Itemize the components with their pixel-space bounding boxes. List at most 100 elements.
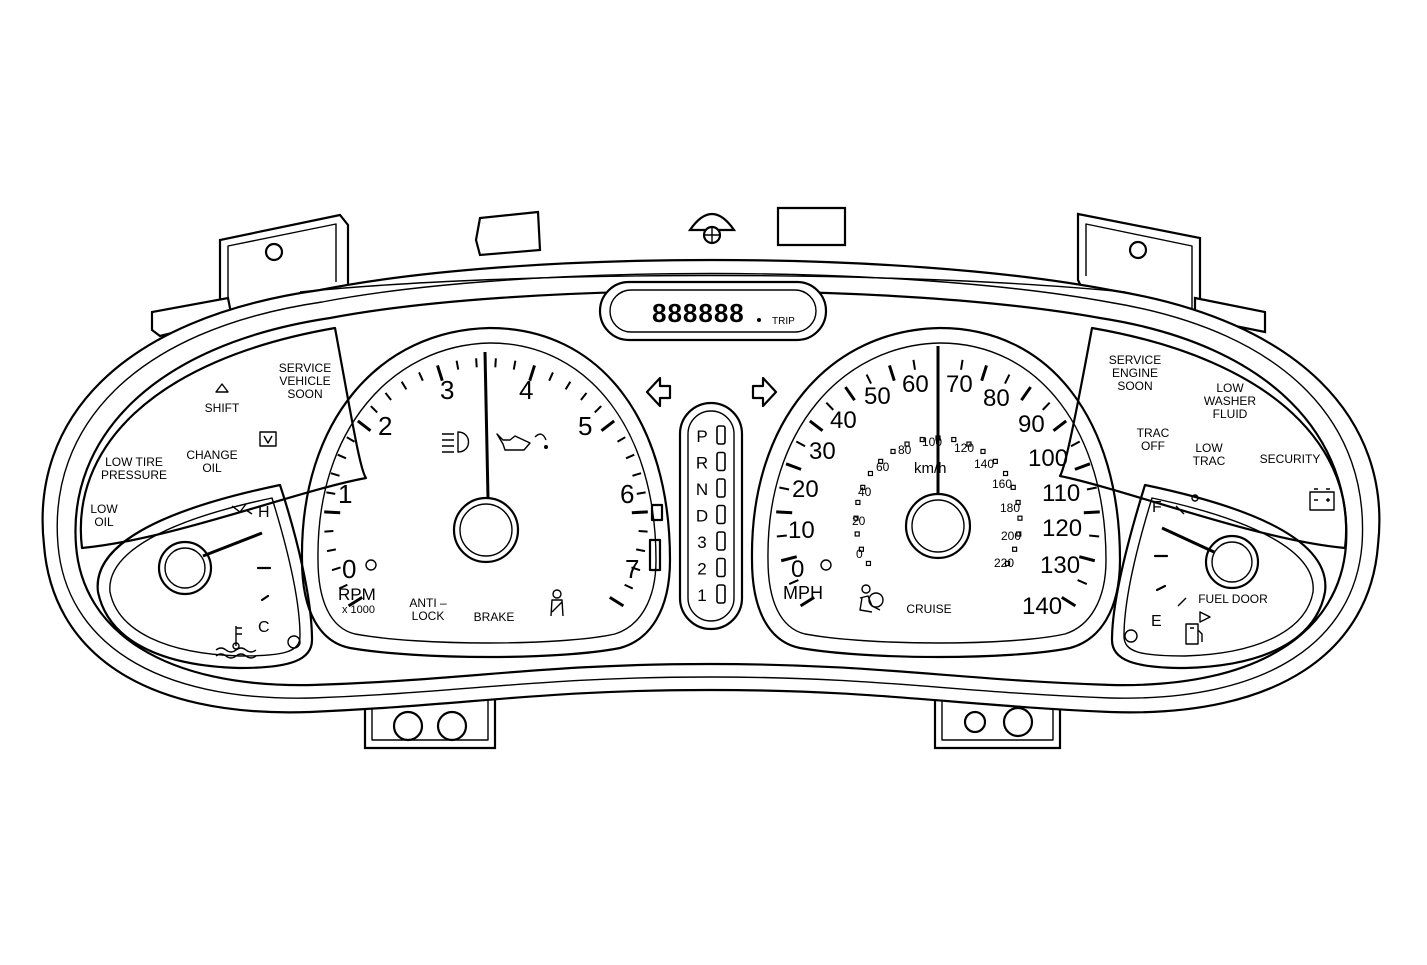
prndl-lamp [716, 504, 726, 525]
mph-tick [844, 386, 856, 402]
speedometer [750, 326, 1122, 659]
kmh-tick [951, 436, 957, 443]
kmh-tick [854, 531, 860, 537]
tach-tick [594, 405, 602, 414]
tach-tick [609, 596, 625, 608]
tach-number-5: 5 [578, 411, 592, 441]
tach-tick [436, 364, 444, 382]
mph-120: 120 [1042, 515, 1082, 542]
trac-off-line2: OFF [1141, 439, 1165, 453]
odometer-digits: 888888 [652, 298, 745, 328]
tach-unit: RPM [338, 585, 376, 604]
prndl-letter-R: R [696, 454, 708, 473]
right-warning-lamp-panel [1058, 326, 1348, 550]
kmh-tick [992, 458, 998, 464]
tach-number-7: 7 [625, 554, 639, 584]
mph-90: 90 [1018, 411, 1045, 438]
prndl-letter-3: 3 [697, 533, 706, 552]
tach-tick [580, 392, 588, 401]
tach-number-6: 6 [620, 479, 634, 509]
left-warning-lamp-panel [79, 326, 368, 550]
tach-tick [331, 566, 341, 572]
mph-tick [799, 596, 815, 608]
kmh-tick-marks [853, 435, 1023, 567]
fuel-empty-label: E [1151, 613, 1162, 630]
tach-tick [631, 510, 648, 515]
kmh-tick [1010, 484, 1016, 490]
low-washer-fluid-line2: WASHER [1204, 394, 1257, 408]
prndl-lamp [716, 451, 726, 472]
tach-tick [548, 372, 554, 382]
tachometer-tick-marks [324, 358, 648, 608]
mph-tick [1061, 596, 1077, 608]
mph-110: 110 [1042, 480, 1080, 507]
tach-tick [346, 436, 356, 443]
kmh-160: 160 [992, 477, 1012, 491]
speedometer-kmh-numbers: 0 20 40 60 80 100 120 140 160 180 200 22… [852, 435, 1021, 570]
mph-tick [960, 359, 964, 370]
mph-tick [1086, 486, 1097, 491]
tach-tick [370, 405, 378, 414]
coolant-temp-icon [215, 626, 257, 659]
kmh-tick [867, 470, 874, 477]
kmh-100: 100 [922, 435, 942, 449]
mph-140: 140 [1022, 593, 1062, 620]
tach-tick [338, 583, 348, 590]
tach-number-3: 3 [440, 375, 454, 405]
tach-tick [635, 548, 646, 553]
tach-tick [631, 566, 641, 572]
kmh-tick [1012, 546, 1018, 552]
kmh-tick [1016, 531, 1022, 537]
shift-label: SHIFT [205, 401, 240, 415]
tach-tick [324, 510, 341, 515]
service-engine-soon-line3: SOON [1117, 379, 1152, 393]
tach-number-2: 2 [378, 411, 392, 441]
speedometer-mph-numbers: 0 10 20 30 40 50 60 70 80 90 100 110 120… [783, 371, 1082, 620]
speedo-indicator-labels: CRUISE [906, 602, 951, 616]
anti-lock-line1: ANTI – [409, 596, 447, 610]
kmh-120: 120 [954, 441, 974, 455]
mph-130: 130 [1040, 552, 1080, 579]
trunk-open-icon [259, 431, 277, 447]
odometer-display: 888888 TRIP [598, 280, 828, 342]
mph-tick [779, 486, 790, 491]
mph-80: 80 [983, 385, 1010, 412]
kmh-40: 40 [858, 485, 872, 499]
mph-tick [776, 510, 793, 515]
mph-50: 50 [864, 383, 891, 410]
mph-100: 100 [1028, 445, 1068, 472]
kmh-tick [1015, 499, 1021, 506]
cruise-label: CRUISE [906, 602, 951, 616]
anti-lock-line2: LOCK [412, 609, 445, 623]
temp-hot-label: H [258, 504, 270, 521]
mph-tick [1074, 462, 1091, 471]
kmh-200: 200 [1001, 529, 1021, 543]
service-engine-soon-line2: ENGINE [1112, 366, 1158, 380]
tach-lamp-dot-icon [365, 559, 377, 571]
fuel-e-marker-icon [1177, 597, 1187, 607]
tach-number-4: 4 [519, 375, 533, 405]
change-oil-line2: OIL [202, 461, 222, 475]
prndl-letter-1: 1 [697, 586, 706, 605]
tach-tick [356, 419, 372, 432]
fuel-full-label: F [1152, 499, 1162, 516]
odometer-trip-label: TRIP [772, 316, 795, 327]
tach-tick [616, 436, 626, 443]
mph-tick [865, 374, 872, 384]
low-tire-pressure-line2: PRESSURE [101, 468, 167, 482]
tach-tick [400, 381, 408, 390]
airbag-icon [859, 584, 884, 613]
mph-tick [1052, 419, 1068, 432]
kmh-tick [855, 499, 861, 506]
fuel-door-label: FUEL DOOR [1198, 592, 1268, 606]
low-washer-fluid-line3: FLUID [1213, 407, 1248, 421]
tach-tick [625, 453, 635, 460]
mph-tick [785, 462, 802, 471]
left-warning-labels: SERVICE VEHICLE SOON SHIFT CHANGE OIL LO… [90, 361, 331, 529]
service-engine-soon-line1: SERVICE [1109, 353, 1161, 367]
kmh-tick [1004, 560, 1011, 567]
kmh-tick [1002, 470, 1009, 477]
mph-tick [888, 364, 896, 382]
temperature-gauge-labels: H C [258, 504, 270, 636]
